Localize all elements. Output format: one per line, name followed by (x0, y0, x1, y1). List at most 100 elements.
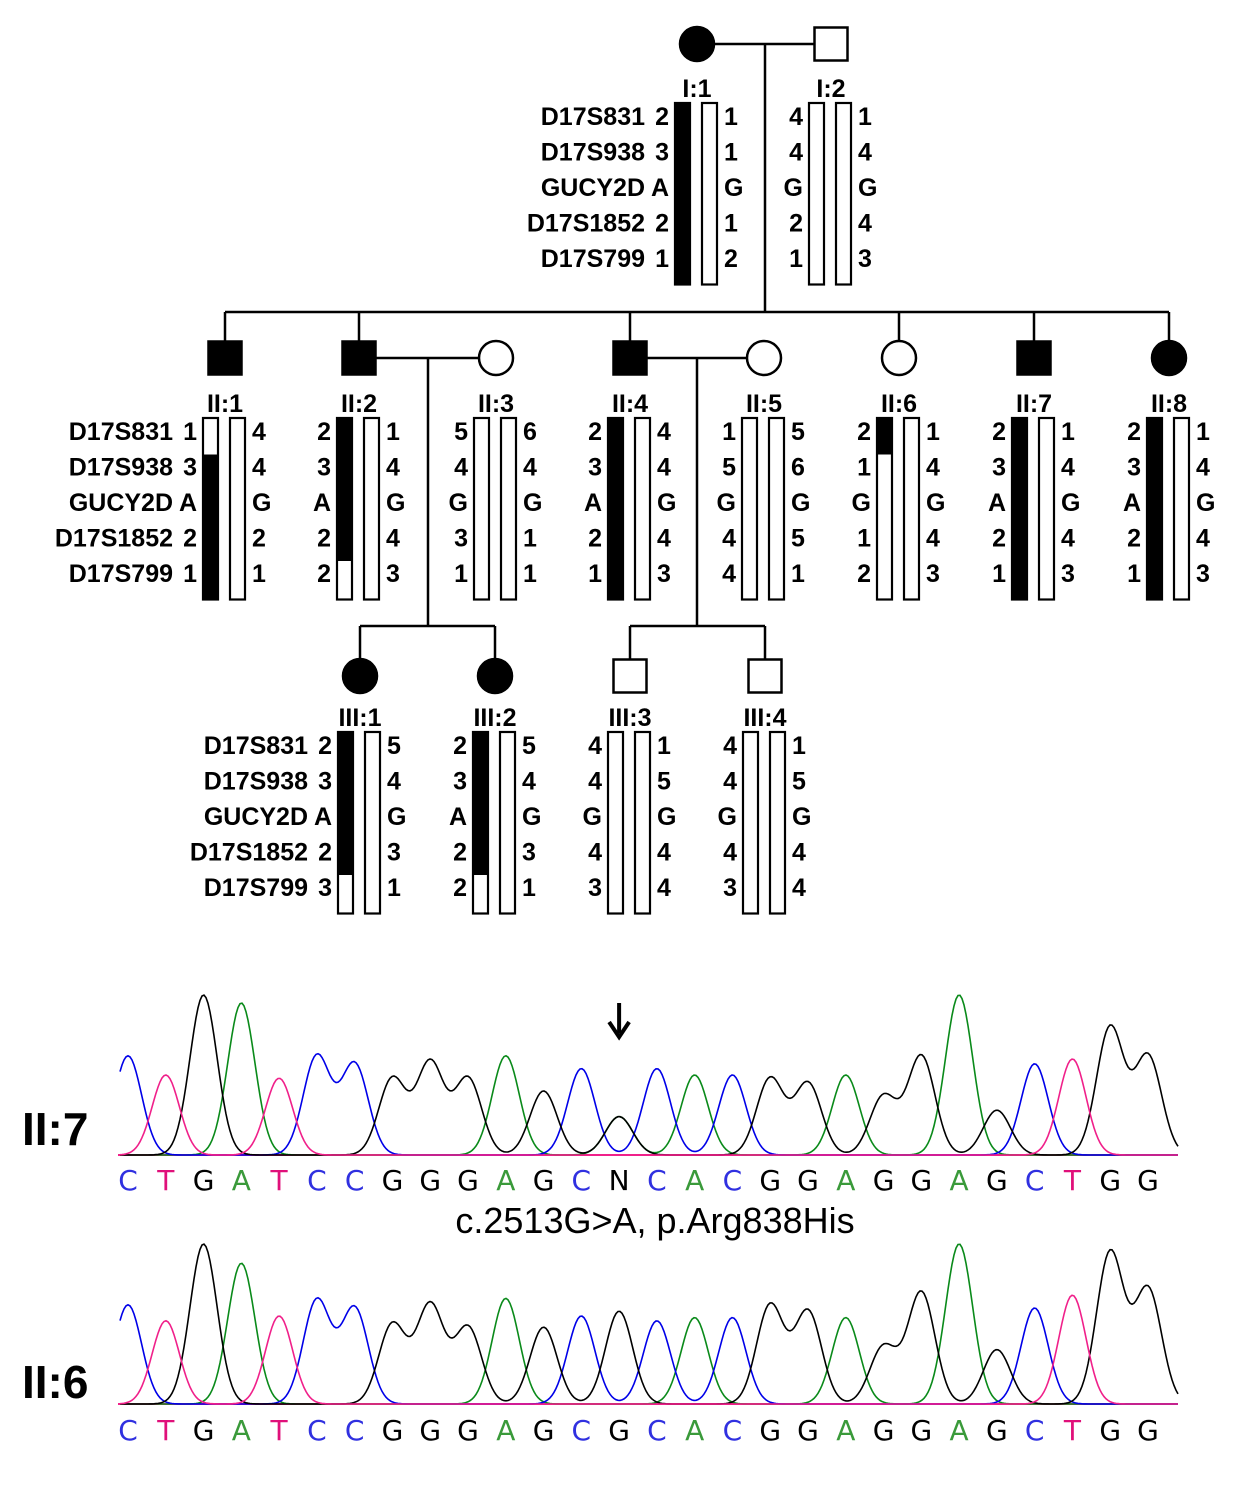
allele-left: 1 (857, 454, 871, 482)
haplotype-bar-left (606, 730, 625, 915)
allele-left: 2 (992, 418, 1006, 446)
allele-left: 3 (318, 768, 332, 796)
marker-label: GUCY2D (541, 174, 645, 202)
affected-female-symbol (476, 657, 514, 695)
affected-haplotype-segment (877, 418, 892, 455)
individual-id: III:4 (743, 704, 786, 732)
individual-id: III:1 (338, 704, 381, 732)
allele-left: 3 (453, 768, 467, 796)
marker-label: D17S799 (204, 874, 308, 902)
allele-right: 4 (1196, 525, 1210, 553)
marker-label: GUCY2D (69, 489, 173, 517)
base-call: C (307, 1164, 327, 1197)
allele-right: 2 (724, 245, 738, 273)
allele-right: 5 (522, 732, 536, 760)
individual-id: II:5 (746, 390, 782, 418)
marker-label: D17S1852 (527, 210, 645, 238)
base-call: A (232, 1164, 251, 1197)
allele-left: 2 (318, 839, 332, 867)
haplotype-bar-right (633, 730, 652, 915)
affected-haplotype-segment (338, 732, 353, 875)
allele-left: 2 (588, 418, 602, 446)
base-call: T (1063, 1414, 1082, 1447)
allele-right: 4 (926, 525, 940, 553)
marker-label: D17S831 (69, 418, 173, 446)
allele-left: 2 (453, 874, 467, 902)
individual-id: II:1 (207, 390, 243, 418)
individual-id: II:4 (612, 390, 648, 418)
allele-right: 4 (792, 874, 806, 902)
allele-left: A (651, 174, 669, 202)
allele-right: 4 (252, 418, 266, 446)
affected-female-symbol (341, 657, 379, 695)
allele-right: G (657, 489, 676, 517)
base-call: T (156, 1414, 175, 1447)
allele-left: 2 (992, 525, 1006, 553)
allele-left: G (718, 803, 737, 831)
affected-female-symbol (678, 25, 716, 63)
allele-left: 3 (588, 874, 602, 902)
base-call: C (572, 1414, 592, 1447)
base-call: G (873, 1414, 895, 1447)
allele-right: G (791, 489, 810, 517)
haplotype-bar-right (498, 730, 517, 915)
individual-id: II:6 (881, 390, 917, 418)
marker-label: D17S938 (541, 139, 645, 167)
allele-right: 3 (926, 560, 940, 588)
allele-left: 2 (857, 560, 871, 588)
allele-right: 1 (386, 418, 400, 446)
base-call: G (797, 1164, 819, 1197)
allele-left: 3 (318, 874, 332, 902)
allele-left: 4 (723, 839, 737, 867)
haplotype-bar-left (807, 101, 826, 286)
allele-right: G (386, 489, 405, 517)
mutation-label: c.2513G>A, p.Arg838His (455, 1200, 854, 1241)
haplotype-bar-left (1010, 416, 1029, 601)
allele-right: 4 (657, 418, 671, 446)
allele-right: 1 (1061, 418, 1075, 446)
unaffected-male-symbol (612, 658, 648, 694)
affected-male-symbol (341, 340, 377, 376)
affected-female-symbol (1150, 339, 1188, 377)
allele-left: A (313, 489, 331, 517)
affected-haplotype-segment (608, 418, 623, 600)
allele-right: G (858, 174, 877, 202)
base-call: C (647, 1164, 667, 1197)
allele-right: G (387, 803, 406, 831)
allele-right: 1 (387, 874, 401, 902)
allele-left: 5 (722, 454, 736, 482)
base-call: G (457, 1164, 479, 1197)
allele-left: 3 (588, 454, 602, 482)
unaffected-female-symbol (477, 339, 515, 377)
base-call: G (608, 1414, 630, 1447)
allele-left: A (449, 803, 467, 831)
base-call: C (647, 1414, 667, 1447)
haplotype-bar-left (606, 416, 625, 601)
haplotype-bar-left (673, 101, 692, 286)
allele-left: G (784, 174, 803, 202)
haplotype-bar-left (740, 416, 759, 601)
allele-right: 4 (657, 839, 671, 867)
allele-left: 2 (857, 418, 871, 446)
allele-left: A (988, 489, 1006, 517)
haplotype-bar-right (902, 416, 921, 601)
allele-left: A (179, 489, 197, 517)
marker-label: D17S831 (541, 103, 645, 131)
marker-label: D17S799 (69, 560, 173, 588)
marker-label: D17S938 (69, 454, 173, 482)
